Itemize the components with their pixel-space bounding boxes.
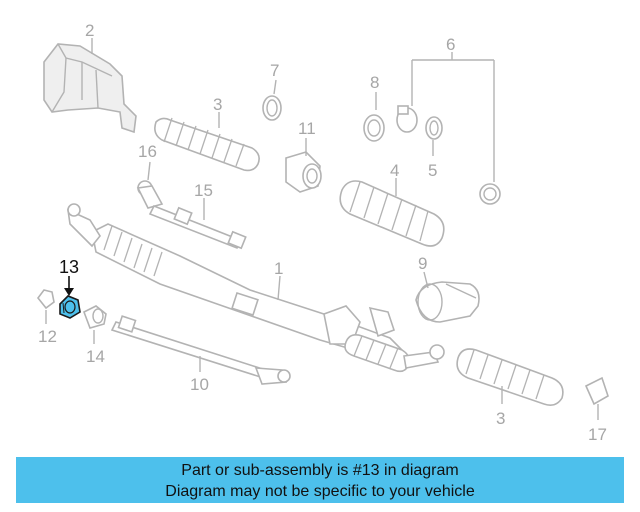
- caption-banner: Part or sub-assembly is #13 in diagram D…: [16, 457, 624, 503]
- label-9: 9: [418, 254, 427, 273]
- caption-line-2: Diagram may not be specific to your vehi…: [165, 483, 475, 500]
- label-8: 8: [370, 73, 379, 92]
- part-3-boot-upper: [154, 117, 260, 172]
- part-6-clamp: [396, 105, 501, 205]
- label-7: 7: [270, 61, 279, 80]
- part-5-ring: [425, 116, 443, 140]
- part-4-boot-large: [339, 180, 445, 247]
- part-13-highlighted[interactable]: [59, 295, 81, 319]
- label-14: 14: [86, 347, 105, 366]
- label-2: 2: [85, 21, 94, 40]
- part-3-boot-lower: [456, 348, 564, 406]
- label-5: 5: [428, 161, 437, 180]
- label-3b: 3: [496, 409, 505, 428]
- part-8-seal: [363, 114, 385, 142]
- label-4: 4: [390, 161, 399, 180]
- label-11: 11: [298, 119, 316, 138]
- part-15-inner-tie-rod: [148, 204, 247, 250]
- part-9-dust-cover: [415, 281, 480, 323]
- label-13: 13: [59, 257, 79, 277]
- part-16-tie-rod-end: [136, 180, 164, 209]
- part-2-heat-shield: [43, 43, 137, 134]
- part-1-rack-housing: [67, 203, 406, 363]
- label-15: 15: [194, 181, 213, 200]
- part-7-oring: [262, 95, 282, 121]
- label-16: 16: [138, 142, 157, 161]
- caption-line-1: Part or sub-assembly is #13 in diagram: [181, 462, 459, 479]
- label-17: 17: [588, 425, 607, 444]
- part-14-bushing: [82, 305, 107, 329]
- part-10-tie-rod: [110, 315, 291, 385]
- label-6: 6: [446, 35, 455, 54]
- label-10: 10: [190, 375, 209, 394]
- label-3a: 3: [213, 95, 222, 114]
- part-17-clip: [584, 376, 609, 406]
- part-1-right-boot: [344, 334, 445, 373]
- label-12: 12: [38, 327, 57, 346]
- part-11-bushing: [285, 151, 322, 193]
- parts-diagram: 2 3 7 11 8 6 5: [36, 21, 609, 444]
- label-1: 1: [274, 259, 283, 278]
- part-12-nut: [36, 289, 55, 310]
